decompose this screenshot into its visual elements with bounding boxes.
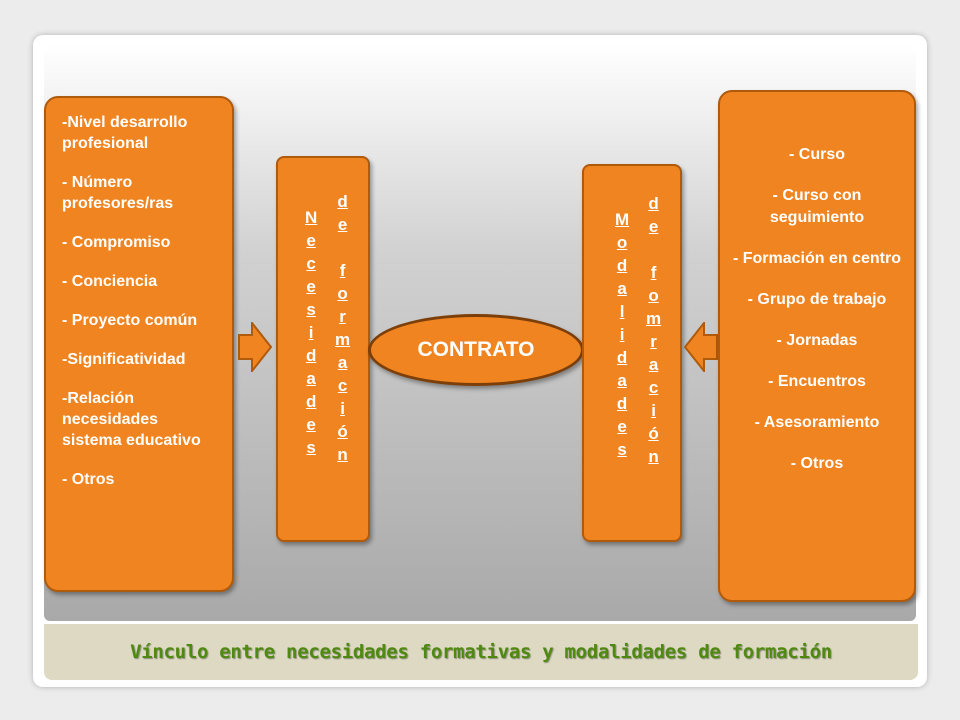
needs-word-column: N e c e s i d a d e s bbox=[305, 206, 317, 459]
modality-item: - Jornadas bbox=[776, 332, 858, 349]
letter: i bbox=[619, 325, 625, 344]
letter: e bbox=[337, 215, 348, 234]
letter: d bbox=[648, 194, 659, 213]
formation-word-column: d e f o r m a c i ó n bbox=[335, 190, 350, 466]
letter: r bbox=[650, 332, 657, 351]
letter: c bbox=[337, 376, 348, 395]
letter: o bbox=[337, 284, 348, 303]
letter: r bbox=[339, 307, 346, 326]
factor-item: -Relación necesidades sistema educativo bbox=[62, 390, 201, 449]
letter: a bbox=[648, 355, 659, 374]
modality-item: - Otros bbox=[790, 455, 844, 472]
letter: s bbox=[306, 300, 316, 319]
letter: o bbox=[616, 233, 628, 252]
letter: a bbox=[617, 279, 627, 298]
letter: c bbox=[648, 378, 659, 397]
letter: m bbox=[646, 309, 662, 328]
letter: a bbox=[306, 369, 316, 388]
letter: e bbox=[648, 217, 659, 236]
letter: m bbox=[335, 330, 351, 349]
modality-item: - Curso bbox=[789, 146, 845, 163]
factor-item: - Otros bbox=[62, 471, 115, 488]
letter: d bbox=[616, 394, 628, 413]
factor-item: - Proyecto común bbox=[62, 312, 198, 329]
letter: c bbox=[306, 254, 316, 273]
letter: d bbox=[305, 392, 317, 411]
contract-ellipse: CONTRATO bbox=[368, 314, 584, 386]
letter: e bbox=[306, 277, 316, 296]
letter: N bbox=[305, 208, 318, 227]
needs-box: N e c e s i d a d e s d e f o r m a c i … bbox=[276, 156, 370, 542]
modality-item: - Formación en centro bbox=[732, 250, 902, 267]
letter: s bbox=[617, 440, 627, 459]
letter: l bbox=[619, 302, 625, 321]
arrow-left-icon bbox=[684, 322, 718, 372]
formation-word-column: d e f o m r a c i ó n bbox=[646, 192, 661, 468]
footer-bar: Vínculo entre necesidades formativas y m… bbox=[44, 624, 918, 680]
modalities-list-box: - Curso - Curso con seguimiento - Formac… bbox=[718, 90, 916, 602]
letter: a bbox=[337, 353, 348, 372]
modalities-word-column: M o d a l i d a d e s bbox=[615, 208, 629, 461]
factor-item: -Significatividad bbox=[62, 351, 186, 368]
letter: e bbox=[306, 231, 316, 250]
modality-item: - Curso con seguimiento bbox=[769, 187, 865, 226]
modality-item: - Grupo de trabajo bbox=[747, 291, 887, 308]
letter: ó bbox=[337, 422, 348, 441]
letter: i bbox=[340, 399, 345, 418]
letter: s bbox=[306, 438, 316, 457]
letter: e bbox=[617, 417, 627, 436]
letter: d bbox=[616, 348, 628, 367]
modality-item: - Encuentros bbox=[768, 373, 866, 390]
factor-item: -Nivel desarrollo profesional bbox=[62, 114, 188, 152]
factor-item: - Conciencia bbox=[62, 273, 158, 290]
letter: f bbox=[650, 263, 657, 282]
factor-item: - Número profesores/ras bbox=[62, 174, 174, 212]
letter: d bbox=[616, 256, 628, 275]
arrow-right-icon bbox=[238, 322, 272, 372]
letter: o bbox=[648, 286, 659, 305]
letter: e bbox=[306, 415, 316, 434]
letter: i bbox=[651, 401, 656, 420]
slide-title: Vínculo entre necesidades formativas y m… bbox=[130, 641, 832, 663]
letter: d bbox=[337, 192, 348, 211]
letter: d bbox=[305, 346, 317, 365]
modality-item: - Asesoramiento bbox=[754, 414, 880, 431]
letter: n bbox=[648, 447, 659, 466]
factor-item: - Compromiso bbox=[62, 234, 171, 251]
letter: ó bbox=[648, 424, 659, 443]
letter: i bbox=[308, 323, 314, 342]
letter: f bbox=[339, 261, 346, 280]
modalities-box: M o d a l i d a d e s d e f o m r a c i … bbox=[582, 164, 682, 542]
letter: M bbox=[615, 210, 630, 229]
letter: a bbox=[617, 371, 627, 390]
letter: n bbox=[337, 445, 348, 464]
needs-factors-box: -Nivel desarrollo profesional - Número p… bbox=[44, 96, 234, 592]
